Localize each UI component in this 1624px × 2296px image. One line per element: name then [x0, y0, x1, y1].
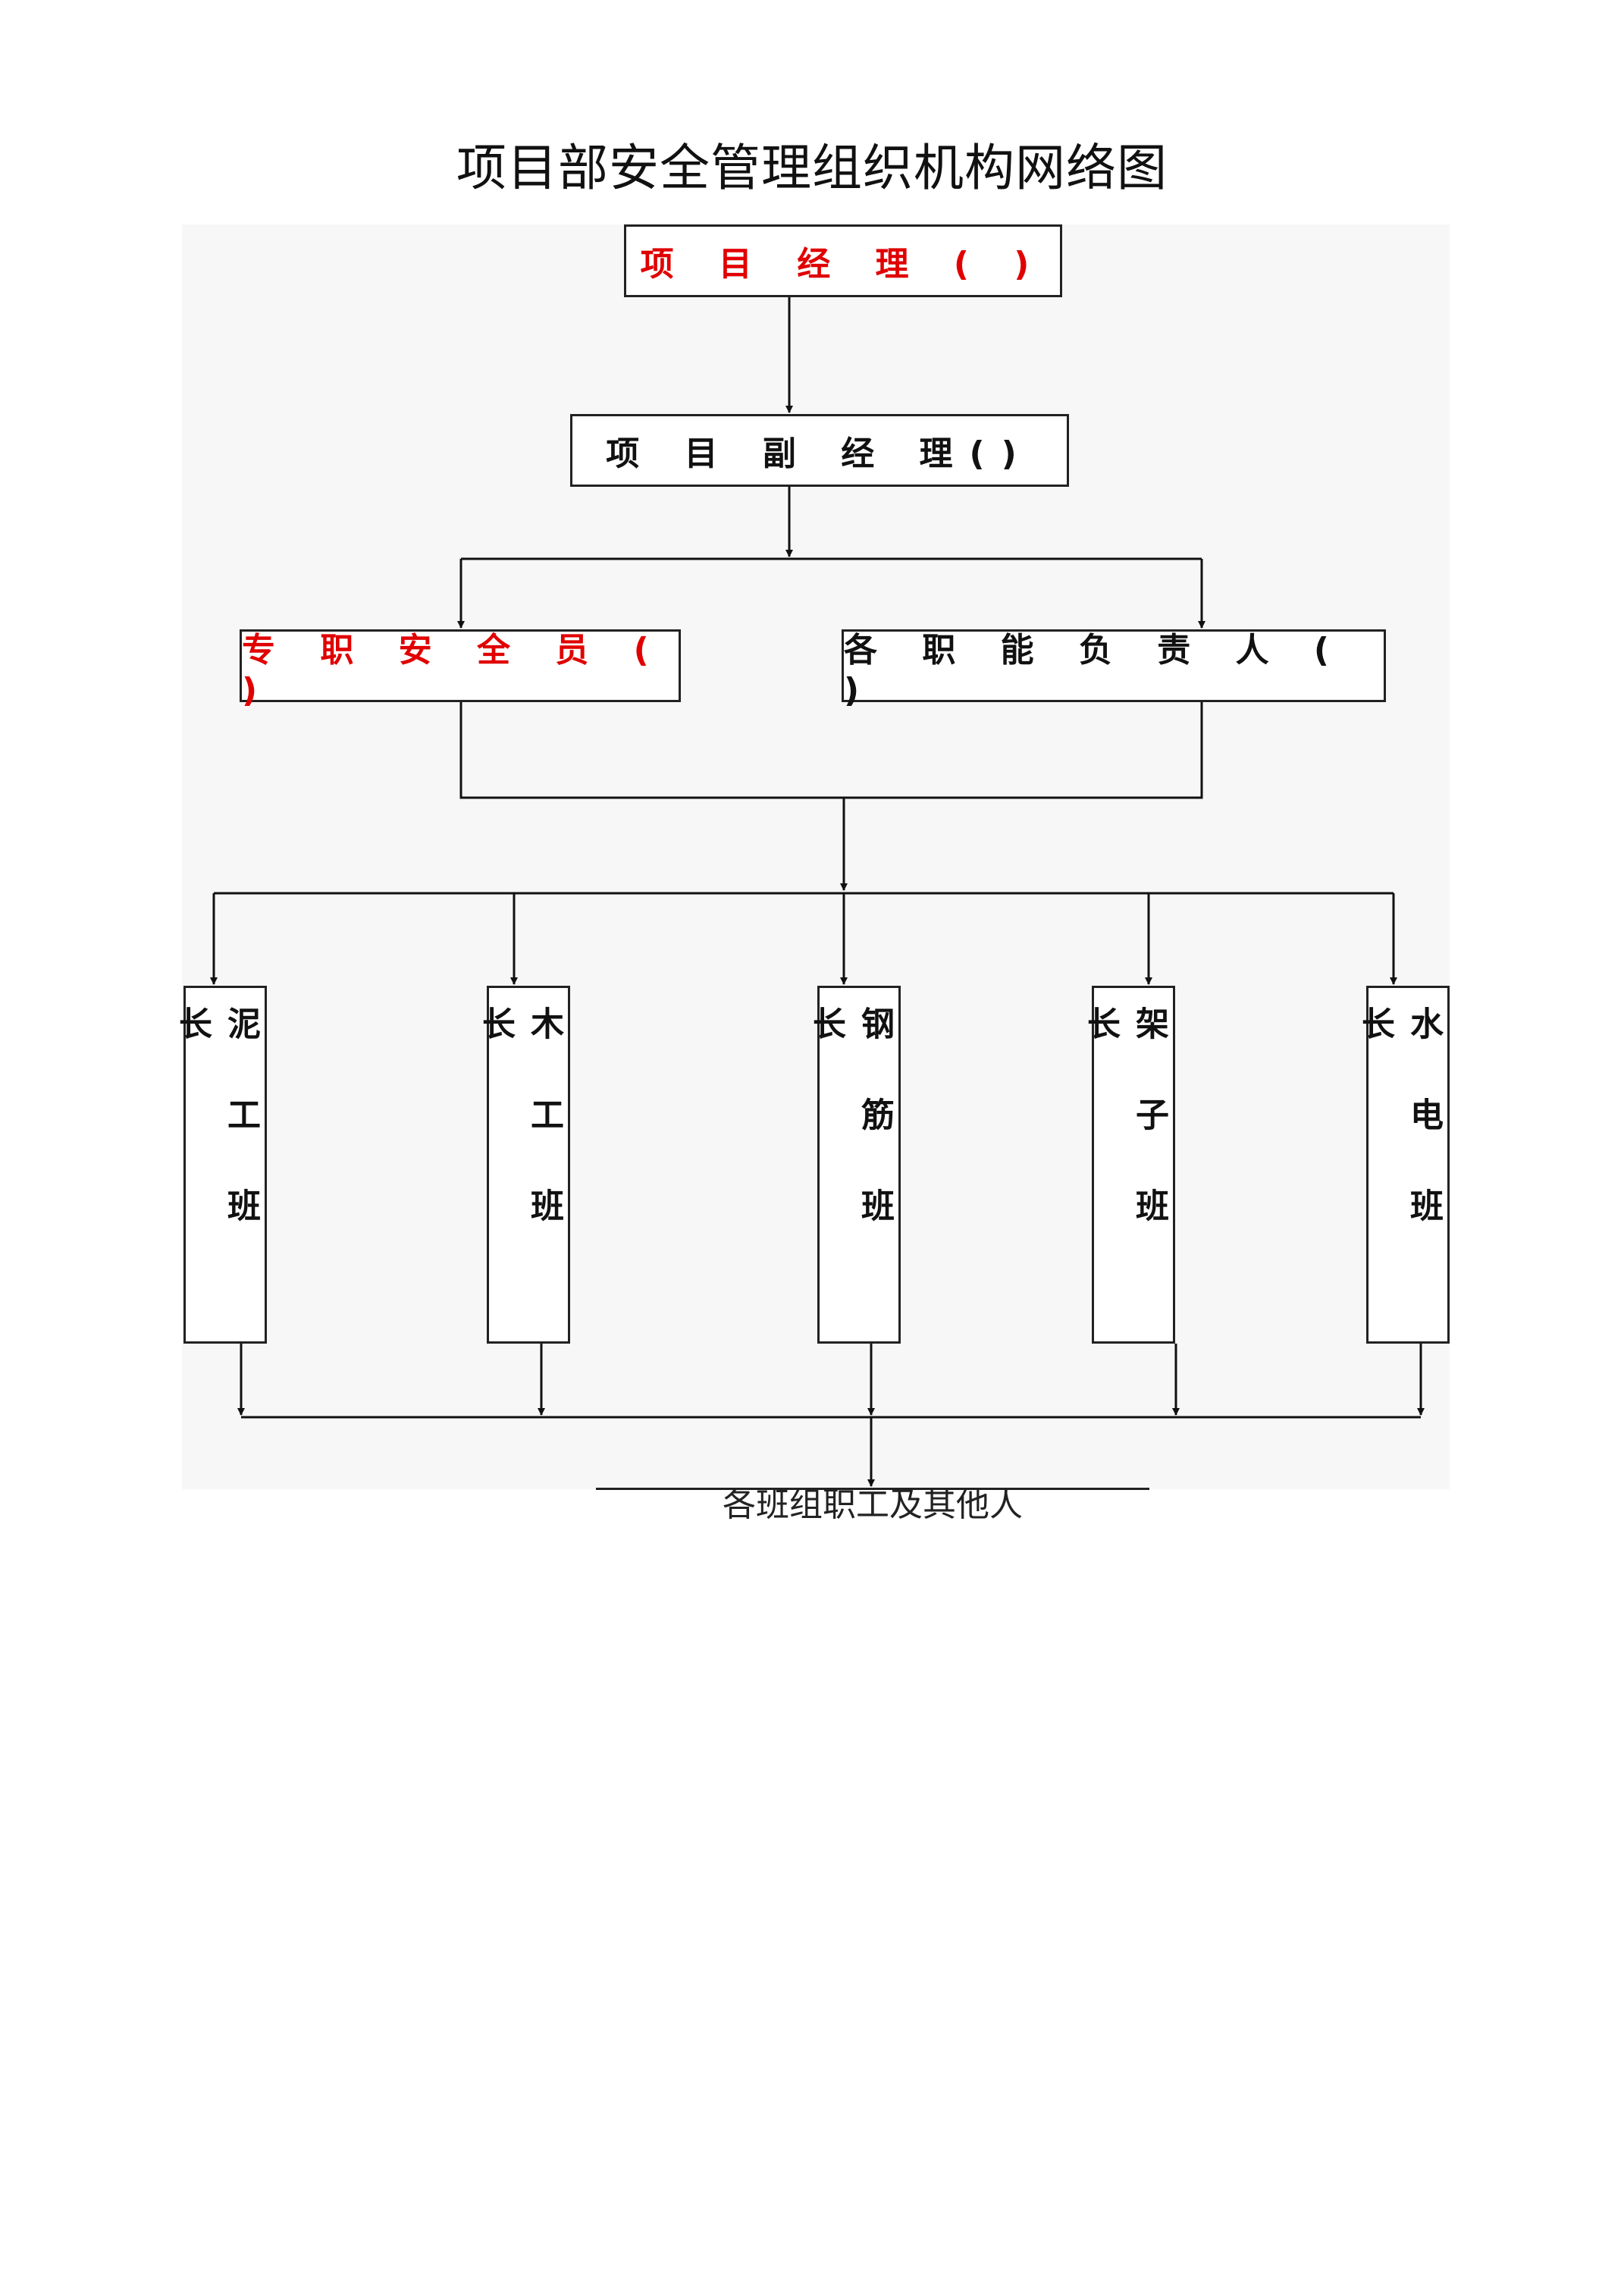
- safety-officer-box: 专 职 安 全 员 ( ): [240, 629, 681, 710]
- workers-label: 各班组职工及其他人: [723, 1488, 1023, 1524]
- project-manager-box: 项 目 经 理 ( ): [624, 224, 1062, 297]
- deputy-manager-box: 项 目 副 经 理(): [570, 414, 1069, 487]
- connector-lines: [210, 297, 1425, 1487]
- function-heads-box: 各 职 能 负 责 人 ( ): [842, 629, 1386, 710]
- page-title: 项目部安全管理组织机构网络图: [456, 139, 1168, 197]
- team-leader-rebar: 钢筋班长: [807, 986, 901, 1344]
- org-chart: 项 目 经 理 ( ) 项 目 副 经 理() 专 职 安 全 员 ( ) 各 …: [173, 224, 1450, 1489]
- merge-line: [459, 702, 1203, 799]
- workers-box: 各班组职工及其他人: [596, 1488, 1149, 1526]
- team-leader-scaffold: 架子班长: [1081, 986, 1175, 1344]
- team-leader-mud: 泥工班长: [173, 986, 267, 1344]
- team-leader-plumbing-electric: 水电班长: [1356, 986, 1450, 1344]
- team-leader-carpentry: 木工班长: [476, 986, 570, 1344]
